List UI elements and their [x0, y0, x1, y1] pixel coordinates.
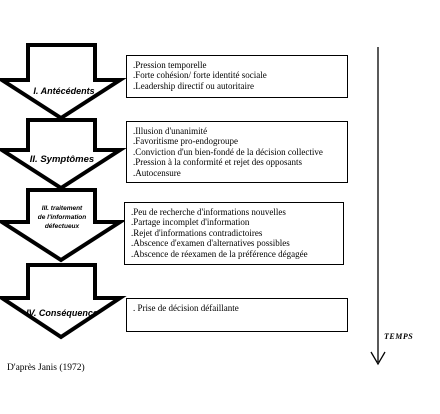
- stage-label-3-line-2: de l'information: [38, 214, 87, 221]
- stage-label-2: II. Symptômes: [30, 154, 94, 165]
- list-item: .Forte cohésion/ forte identité sociale: [133, 70, 267, 81]
- list-item: .Pression temporelle: [133, 60, 207, 70]
- stage-arrow-1: [0, 43, 127, 121]
- list-item: .Partage incomplet d'information: [131, 217, 250, 228]
- list-item: .Conviction d'un bien-fondé de la décisi…: [133, 146, 323, 157]
- stage-label-1: I. Antécédents: [33, 86, 94, 96]
- stage-arrow-3: [0, 188, 127, 263]
- list-item: .Abscence de réexamen de la préférence d…: [131, 248, 308, 259]
- time-arrow-head: [370, 351, 386, 366]
- stage-label-3-line-1: III. traitement: [42, 205, 83, 212]
- list-item: .Favoritisme pro-endogroupe: [133, 136, 238, 147]
- stage-box-3: .Peu de recherche d'informations nouvell…: [124, 202, 344, 265]
- stage-arrow-2: [0, 118, 127, 191]
- list-item: .Autocensure: [133, 167, 181, 178]
- time-label: TEMPS: [384, 332, 414, 341]
- list-item: .Rejet d'informations contradictoires: [131, 227, 263, 238]
- source-caption: D'après Janis (1972): [7, 363, 85, 373]
- stage-box-4: . Prise de décision défaillante: [126, 298, 348, 332]
- stage-label-3-line-3: défectueux: [45, 223, 80, 230]
- list-item: .Illusion d'unanimité: [133, 126, 208, 136]
- list-item: . Prise de décision défaillante: [133, 303, 239, 313]
- stage-label-4: IV. Conséquence: [26, 308, 98, 318]
- list-item: .Pression à la conformité et rejet des o…: [133, 157, 302, 168]
- stage-box-2: .Illusion d'unanimité .Favoritisme pro-e…: [126, 121, 348, 183]
- stage-box-1: .Pression temporelle .Forte cohésion/ fo…: [126, 55, 348, 98]
- list-item: .Peu de recherche d'informations nouvell…: [131, 207, 286, 217]
- stage-arrow-4: [0, 263, 127, 340]
- list-item: .Abscence d'examen d'alternatives possib…: [131, 238, 290, 249]
- list-item: .Leadership directif ou autoritaire: [133, 80, 254, 91]
